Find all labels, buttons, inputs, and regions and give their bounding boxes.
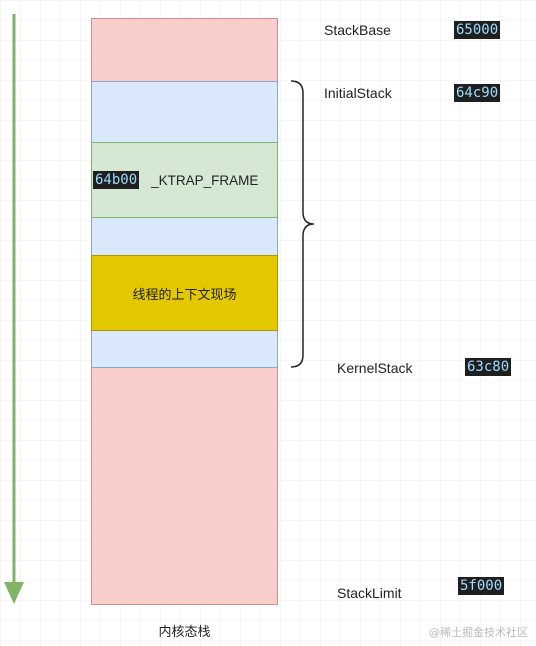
stack-limit-label: StackLimit [337, 585, 402, 601]
trap-frame-label: _KTRAP_FRAME [151, 172, 259, 188]
ktrap-frame-box: 64b00 _KTRAP_FRAME [91, 142, 278, 218]
stack-limit-address: 5f000 [458, 577, 505, 595]
thread-context-box: 线程的上下文现场 [91, 255, 278, 331]
stack-caption: 内核态栈 [158, 625, 211, 640]
thread-context-label: 线程的上下文现场 [132, 287, 237, 303]
kernel-stack-label: KernelStack [337, 360, 413, 376]
initial-stack-address: 64c90 [454, 84, 501, 102]
kernel-stack-address-wrap: 63c80 [465, 358, 512, 376]
growth-arrow-icon [4, 14, 24, 604]
stack-limit-address-wrap: 5f000 [458, 577, 505, 595]
stack-base-label: StackBase [324, 22, 391, 38]
kernel-stack-address: 63c80 [465, 358, 512, 376]
stack-limit-region [91, 368, 278, 605]
stack-base-address-wrap: 65000 [454, 21, 501, 39]
stack-base-region [91, 18, 278, 81]
watermark: @稀土掘金技术社区 [429, 626, 528, 639]
trap-frame-address: 64b00 [93, 171, 140, 189]
curly-brace-icon [290, 80, 315, 368]
stack-base-address: 65000 [454, 21, 501, 39]
initial-stack-address-wrap: 64c90 [454, 84, 501, 102]
initial-stack-label: InitialStack [324, 85, 392, 101]
